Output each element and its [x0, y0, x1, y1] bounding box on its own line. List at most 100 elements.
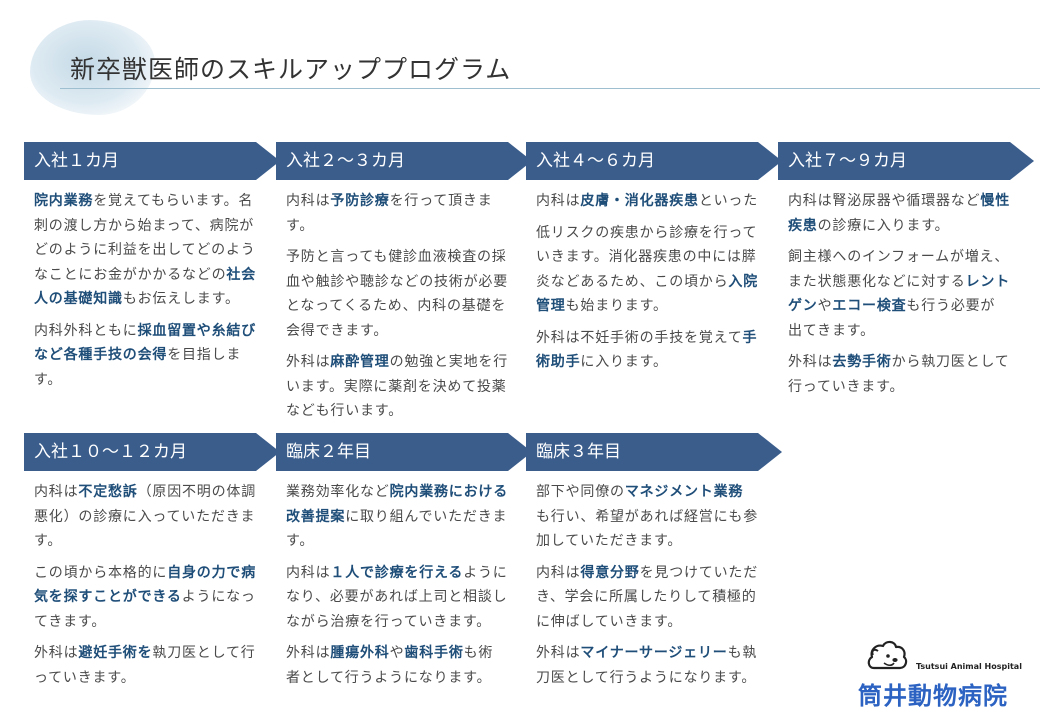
body-text: 飼主様へのインフォームが増え、また状態悪化などに対する — [788, 249, 1010, 290]
phase-header: 入社１カ月 — [24, 142, 280, 180]
body-text: や — [817, 298, 833, 314]
body-text: 内科は — [286, 193, 331, 209]
body-text: を行って頂きます。 — [286, 193, 493, 234]
phase-paragraph: 予防と言っても健診血液検査の採血や触診や聴診などの技術が必要となってくるため、内… — [286, 245, 508, 343]
phase-header: 入社１０～１２カ月 — [24, 433, 280, 471]
body-text: （原因不明の体調悪化）の診療に入っていただきます。 — [34, 484, 257, 549]
phase-paragraph: 内科は不定愁訴（原因不明の体調悪化）の診療に入っていただきます。 — [34, 480, 256, 554]
body-text: 低リスクの疾患から診療を行っていきます。消化器疾患の中には膵炎などあるため、この… — [536, 224, 758, 290]
emphasis-text: 不定愁訴 — [78, 484, 138, 500]
body-text: 外科は — [286, 645, 331, 661]
body-text: 内科は — [34, 484, 79, 500]
body-text: 予防と言っても健診血液検査の採血や触診や聴診などの技術が必要となってくるため、内… — [286, 249, 508, 339]
phase-header: 入社４～６カ月 — [526, 142, 782, 180]
body-text: 外科は — [34, 645, 79, 661]
body-text: を目指します。 — [34, 347, 242, 388]
body-text: 内科外科ともに — [34, 322, 138, 339]
body-text: 内科は — [286, 564, 331, 581]
body-text: この頃から本格的に — [34, 564, 168, 581]
emphasis-text: マイナーサージェリー — [580, 645, 728, 661]
body-text: 外科は不妊手術の手技を覚えて — [536, 329, 743, 346]
emphasis-text: 歯科手術 — [404, 645, 464, 661]
body-text: から執刀医として行っていきます。 — [788, 354, 1010, 395]
phase-paragraph: 部下や同僚のマネジメント業務も行い、希望があれば経営にも参加していただきます。 — [536, 480, 758, 554]
emphasis-text: 入院管理 — [536, 273, 759, 315]
emphasis-text: 麻酔管理 — [330, 354, 390, 370]
hospital-logo: Tsutsui Animal Hospital 筒井動物病院 — [858, 638, 1038, 710]
body-text: ようになり、必要があれば上司と相談しながら治療を行っていきます。 — [286, 564, 508, 630]
decorative-watercolor-blob — [30, 20, 155, 115]
body-text: も行う必要が出てきます。 — [788, 298, 996, 339]
body-text: 外科は — [788, 354, 833, 370]
phase-paragraph: 外科は腫瘍外科や歯科手術も術者として行うようになります。 — [286, 641, 508, 690]
phase-body: 内科は腎泌尿器や循環器など慢性疾患の診療に入ります。飼主様へのインフォームが増え… — [778, 180, 1010, 399]
emphasis-text: レントゲン — [788, 273, 1011, 315]
emphasis-text: 得意分野 — [580, 564, 640, 581]
body-text: の勉強と実地を行います。実際に薬剤を決めて投薬なども行います。 — [286, 354, 509, 419]
phase-column-6: 臨床２年目 業務効率化など院内業務における改善提案に取り組んでいただきます。内科… — [276, 433, 532, 697]
phase-paragraph: 外科はマイナーサージェリーも執刀医として行うようになります。 — [536, 641, 758, 690]
body-text: も始まります。 — [565, 298, 668, 314]
phase-paragraph: 内科は得意分野を見つけていただき、学会に所属したりして積極的に伸ばしていきます。 — [536, 561, 758, 635]
phase-paragraph: この頃から本格的に自身の力で病気を探すことができるようになってきます。 — [34, 561, 256, 635]
phase-header: 臨床３年目 — [526, 433, 782, 471]
phase-paragraph: 外科は去勢手術から執刀医として行っていきます。 — [788, 350, 1010, 399]
emphasis-text: 採血留置や糸結びなど各種手技の会得 — [34, 322, 257, 364]
phase-paragraph: 内科は腎泌尿器や循環器など慢性疾患の診療に入ります。 — [788, 189, 1010, 238]
emphasis-text: 自身の力で病気を探すことができる — [34, 564, 257, 606]
phase-paragraph: 院内業務を覚えてもらいます。名刺の渡し方から始まって、病院がどのように利益を出し… — [34, 189, 256, 312]
title-underline — [60, 88, 1040, 89]
emphasis-text: 手術助手 — [536, 329, 758, 371]
emphasis-text: 予防診療 — [330, 193, 390, 209]
phase-body: 内科は不定愁訴（原因不明の体調悪化）の診療に入っていただきます。この頃から本格的… — [24, 471, 256, 690]
phase-header: 入社７～９カ月 — [778, 142, 1034, 180]
body-text: 外科は — [536, 645, 581, 661]
body-text: 部下や同僚の — [536, 484, 625, 500]
emphasis-text: 院内業務 — [34, 193, 94, 209]
phase-body: 内科は皮膚・消化器疾患といった低リスクの疾患から診療を行っていきます。消化器疾患… — [526, 180, 758, 375]
phase-paragraph: 内科は皮膚・消化器疾患といった — [536, 189, 758, 214]
dog-icon — [867, 640, 908, 670]
phase-paragraph: 外科は避妊手術を執刀医として行っていきます。 — [34, 641, 256, 690]
phase-paragraph: 内科外科ともに採血留置や糸結びなど各種手技の会得を目指します。 — [34, 319, 256, 393]
phase-paragraph: 飼主様へのインフォームが増え、また状態悪化などに対するレントゲンやエコー検査も行… — [788, 245, 1010, 343]
body-text: に入ります。 — [580, 354, 668, 370]
body-text: 内科は — [536, 564, 581, 581]
phase-header: 臨床２年目 — [276, 433, 532, 471]
logo-english-name: Tsutsui Animal Hospital — [916, 662, 1022, 671]
body-text: も術者として行うようになります。 — [286, 645, 494, 686]
emphasis-text: 社会人の基礎知識 — [34, 266, 257, 308]
emphasis-text: １人で診療を行える — [330, 564, 464, 581]
phase-paragraph: 外科は麻酔管理の勉強と実地を行います。実際に薬剤を決めて投薬なども行います。 — [286, 350, 508, 424]
body-text: 業務効率化など — [286, 484, 390, 500]
emphasis-text: エコー検査 — [832, 298, 907, 314]
phase-paragraph: 業務効率化など院内業務における改善提案に取り組んでいただきます。 — [286, 480, 508, 554]
phase-column-1: 入社１カ月 院内業務を覚えてもらいます。名刺の渡し方から始まって、病院がどのよう… — [24, 142, 280, 399]
phase-header: 入社２～３カ月 — [276, 142, 532, 180]
phase-body: 部下や同僚のマネジメント業務も行い、希望があれば経営にも参加していただきます。内… — [526, 471, 758, 690]
body-text: や — [389, 645, 405, 661]
body-text: 内科は腎泌尿器や循環器など — [788, 193, 981, 209]
body-text: も執刀医として行うようになります。 — [536, 645, 758, 686]
body-text: 内科は — [536, 193, 581, 209]
emphasis-text: 腫瘍外科 — [330, 645, 390, 661]
phase-column-4: 入社７～９カ月 内科は腎泌尿器や循環器など慢性疾患の診療に入ります。飼主様へのイ… — [778, 142, 1034, 406]
phase-column-2: 入社２～３カ月 内科は予防診療を行って頂きます。予防と言っても健診血液検査の採血… — [276, 142, 532, 431]
phase-paragraph: 低リスクの疾患から診療を行っていきます。消化器疾患の中には膵炎などあるため、この… — [536, 221, 758, 319]
body-text: ようになってきます。 — [34, 589, 256, 630]
logo-japanese-name: 筒井動物病院 — [858, 682, 1008, 710]
page-title: 新卒獣医師のスキルアッププログラム — [70, 55, 512, 84]
body-text: といった — [698, 193, 759, 209]
phase-column-7: 臨床３年目 部下や同僚のマネジメント業務も行い、希望があれば経営にも参加していた… — [526, 433, 782, 697]
emphasis-text: 去勢手術 — [832, 354, 892, 370]
phase-paragraph: 内科は１人で診療を行えるようになり、必要があれば上司と相談しながら治療を行ってい… — [286, 561, 508, 635]
emphasis-text: 慢性疾患 — [788, 193, 1011, 234]
body-text: も行い、希望があれば経営にも参加していただきます。 — [536, 508, 758, 550]
body-text: 執刀医として行っていきます。 — [34, 645, 256, 686]
body-text: の診療に入ります。 — [817, 217, 950, 234]
body-text: を覚えてもらいます。名刺の渡し方から始まって、病院がどのように利益を出してどのよ… — [34, 193, 256, 283]
phase-column-5: 入社１０～１２カ月 内科は不定愁訴（原因不明の体調悪化）の診療に入っていただきま… — [24, 433, 280, 697]
phase-body: 業務効率化など院内業務における改善提案に取り組んでいただきます。内科は１人で診療… — [276, 471, 508, 690]
emphasis-text: 皮膚・消化器疾患 — [580, 193, 699, 209]
phase-column-3: 入社４～６カ月 内科は皮膚・消化器疾患といった低リスクの疾患から診療を行っていき… — [526, 142, 782, 382]
